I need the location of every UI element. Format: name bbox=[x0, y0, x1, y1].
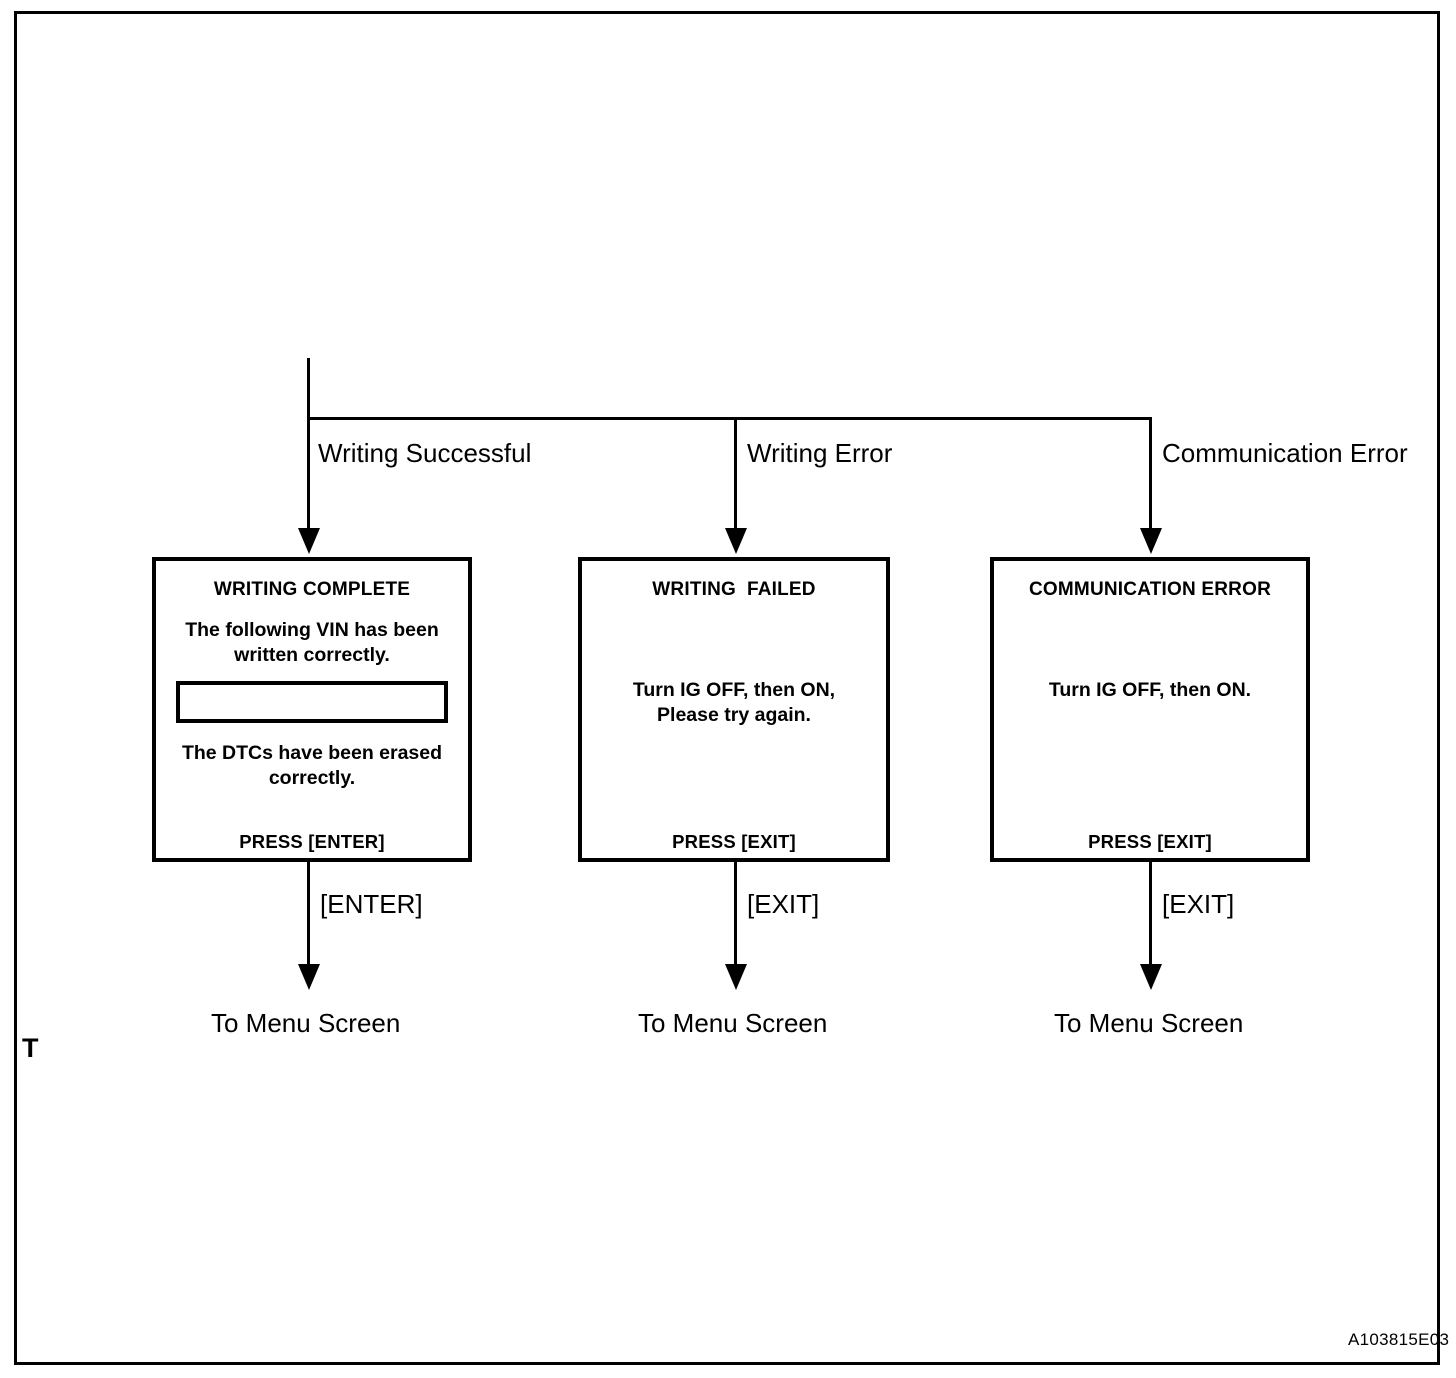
screen-title-communication-error: COMMUNICATION ERROR bbox=[1029, 579, 1271, 600]
screen-box-writing-complete: WRITING COMPLETE The following VIN has b… bbox=[152, 557, 472, 862]
destination-label-writing-failed: To Menu Screen bbox=[638, 1008, 828, 1038]
figure-id-label: A103815E03 bbox=[1348, 1330, 1450, 1349]
screen-box-communication-error: COMMUNICATION ERROR Turn IG OFF, then ON… bbox=[990, 557, 1310, 862]
screen-message-vin-written: The following VIN has been written corre… bbox=[185, 619, 439, 667]
branch-label-writing-error: Writing Error bbox=[747, 438, 893, 468]
diagram-frame bbox=[14, 11, 1440, 1365]
destination-label-writing-complete: To Menu Screen bbox=[211, 1008, 401, 1038]
branch-distribution-bar bbox=[307, 417, 1152, 420]
screen-title-writing-complete: WRITING COMPLETE bbox=[213, 579, 411, 600]
exit-line-writing-failed bbox=[734, 862, 737, 967]
vin-display-field bbox=[176, 681, 448, 723]
exit-key-label-exit-writing-failed: [EXIT] bbox=[747, 889, 820, 919]
branch-arrowhead-writing-successful bbox=[298, 528, 320, 554]
exit-key-label-enter: [ENTER] bbox=[320, 889, 423, 919]
screen-footer-communication-error: PRESS [EXIT] bbox=[1088, 831, 1212, 852]
branch-arrowhead-writing-error bbox=[725, 528, 747, 554]
exit-arrowhead-communication-error bbox=[1140, 964, 1162, 990]
screen-footer-writing-complete: PRESS [ENTER] bbox=[239, 831, 385, 852]
branch-label-writing-successful: Writing Successful bbox=[318, 438, 532, 468]
branch-line-communication-error bbox=[1149, 417, 1152, 531]
screen-title-writing-failed: WRITING FAILED bbox=[652, 579, 816, 600]
screen-footer-writing-failed: PRESS [EXIT] bbox=[672, 831, 796, 852]
branch-line-writing-error bbox=[734, 417, 737, 531]
exit-line-writing-complete bbox=[307, 862, 310, 967]
exit-arrowhead-writing-failed bbox=[725, 964, 747, 990]
screen-message-communication-error: Turn IG OFF, then ON. bbox=[1048, 679, 1252, 701]
branch-label-communication-error: Communication Error bbox=[1162, 438, 1408, 468]
screen-box-writing-failed: WRITING FAILED Turn IG OFF, then ON, Ple… bbox=[578, 557, 890, 862]
left-edge-marker: T bbox=[22, 1033, 39, 1063]
destination-label-communication-error: To Menu Screen bbox=[1054, 1008, 1244, 1038]
screen-message-writing-failed: Turn IG OFF, then ON, Please try again. bbox=[632, 679, 836, 727]
screen-message-dtc-erased: The DTCs have been erased correctly. bbox=[181, 742, 443, 790]
entry-trunk-line bbox=[307, 358, 310, 420]
exit-key-label-exit-communication-error: [EXIT] bbox=[1162, 889, 1235, 919]
branch-line-writing-successful bbox=[307, 417, 310, 531]
branch-arrowhead-communication-error bbox=[1140, 528, 1162, 554]
exit-arrowhead-writing-complete bbox=[298, 964, 320, 990]
exit-line-communication-error bbox=[1149, 862, 1152, 967]
